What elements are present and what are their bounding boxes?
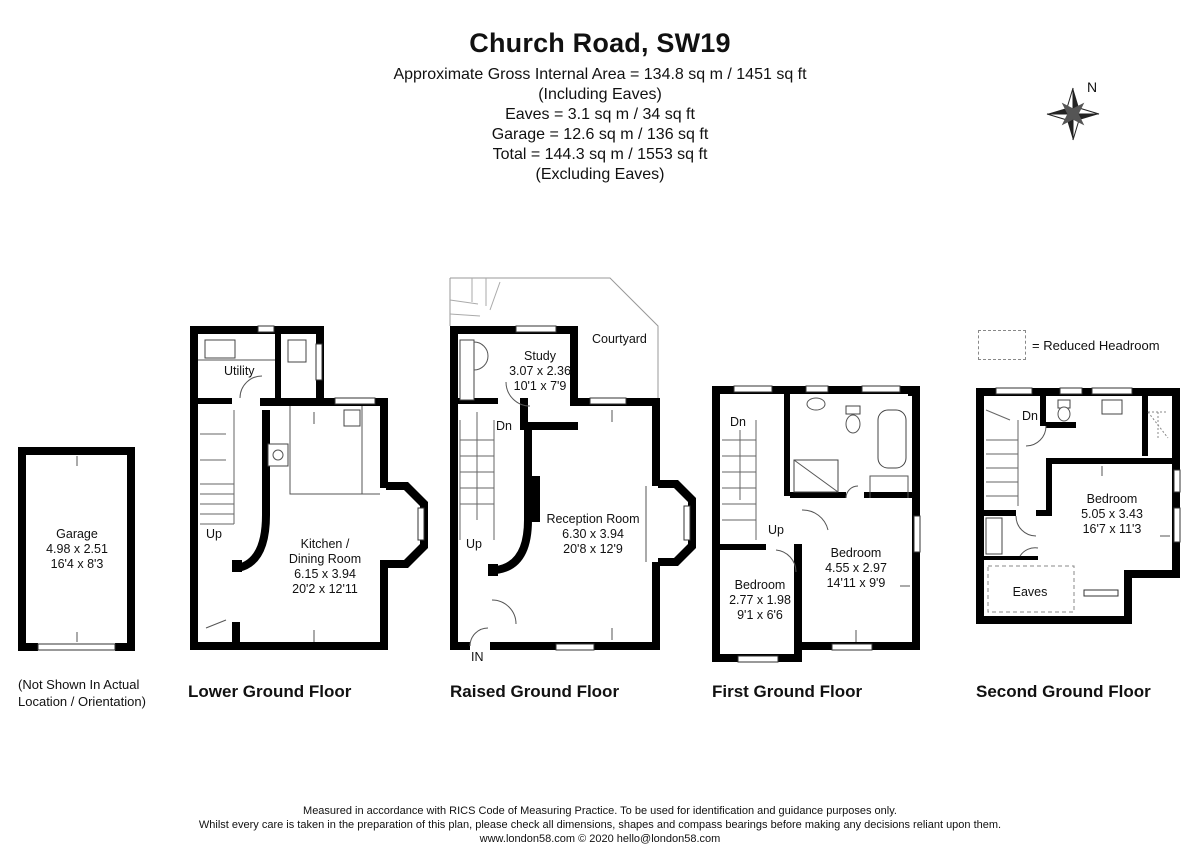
kitchen-metric: 6.15 x 3.94 [294, 567, 356, 581]
garage-area-line: Garage = 12.6 sq m / 136 sq ft [491, 126, 709, 143]
first-bedroom-large-metric: 4.55 x 2.97 [825, 561, 887, 575]
raised-stairs-dn-label: Dn [496, 419, 512, 433]
reduced-headroom-label: = Reduced Headroom [1032, 338, 1160, 353]
garage-plan [18, 447, 135, 651]
garage-note-line2: Location / Orientation) [18, 694, 146, 709]
garage-note-line1: (Not Shown In Actual [18, 677, 140, 692]
study-metric: 3.07 x 2.36 [509, 364, 571, 378]
kitchen-name-line2: Dining Room [289, 552, 361, 566]
eaves-area-line: Eaves = 3.1 sq m / 34 sq ft [505, 106, 695, 123]
footer-disclaimer-line1: Measured in accordance with RICS Code of… [303, 805, 897, 817]
first-bedroom-large-name: Bedroom [831, 546, 882, 560]
second-bedroom-metric: 5.05 x 3.43 [1081, 507, 1143, 521]
second-ground-floor-label: Second Ground Floor [976, 682, 1151, 701]
reception-name: Reception Room [546, 512, 639, 526]
garage-room-name: Garage [56, 527, 98, 541]
garage-room-metric: 4.98 x 2.51 [46, 542, 108, 556]
lower-stairs-up-label: Up [206, 527, 222, 541]
eaves-label: Eaves [1013, 585, 1048, 599]
raised-stairs-up-label: Up [466, 537, 482, 551]
first-bedroom-small-imperial: 9'1 x 6'6 [737, 608, 783, 622]
first-ground-plan [712, 385, 921, 663]
first-bedroom-large-imperial: 14'11 x 9'9 [827, 576, 886, 590]
compass-north-label: N [1087, 79, 1097, 95]
garage-room-imperial: 16'4 x 8'3 [51, 557, 104, 571]
first-stairs-up-label: Up [768, 523, 784, 537]
kitchen-name-line1: Kitchen / [301, 537, 350, 551]
utility-label: Utility [224, 364, 255, 378]
first-ground-floor-label: First Ground Floor [712, 682, 863, 701]
entrance-in-label: IN [471, 650, 484, 664]
raised-ground-plan [449, 277, 696, 651]
first-bedroom-small-name: Bedroom [735, 578, 786, 592]
compass-icon [1046, 87, 1100, 141]
reception-imperial: 20'8 x 12'9 [563, 542, 623, 556]
excluding-eaves-line: (Excluding Eaves) [535, 166, 665, 183]
footer-disclaimer-line2: Whilst every care is taken in the prepar… [198, 819, 1002, 831]
including-eaves-line: (Including Eaves) [538, 86, 662, 103]
plan-title: Church Road, SW19 [469, 28, 731, 58]
footer-contact-line: www.london58.com © 2020 hello@london58.c… [479, 833, 721, 845]
gross-area-line: Approximate Gross Internal Area = 134.8 … [393, 66, 807, 83]
courtyard-label: Courtyard [592, 332, 647, 346]
second-bedroom-name: Bedroom [1087, 492, 1138, 506]
kitchen-imperial: 20'2 x 12'11 [292, 582, 358, 596]
first-bedroom-small-metric: 2.77 x 1.98 [729, 593, 791, 607]
second-ground-plan [976, 387, 1181, 624]
lower-ground-plan [190, 325, 428, 650]
total-area-line: Total = 144.3 sq m / 1553 sq ft [492, 146, 708, 163]
study-imperial: 10'1 x 7'9 [514, 379, 567, 393]
lower-ground-floor-label: Lower Ground Floor [188, 682, 352, 701]
second-bedroom-imperial: 16'7 x 11'3 [1083, 522, 1142, 536]
reduced-headroom-swatch [978, 330, 1026, 360]
study-name: Study [524, 349, 557, 363]
first-stairs-dn-label: Dn [730, 415, 746, 429]
raised-ground-floor-label: Raised Ground Floor [450, 682, 620, 701]
second-stairs-dn-label: Dn [1022, 409, 1038, 423]
reception-metric: 6.30 x 3.94 [562, 527, 624, 541]
